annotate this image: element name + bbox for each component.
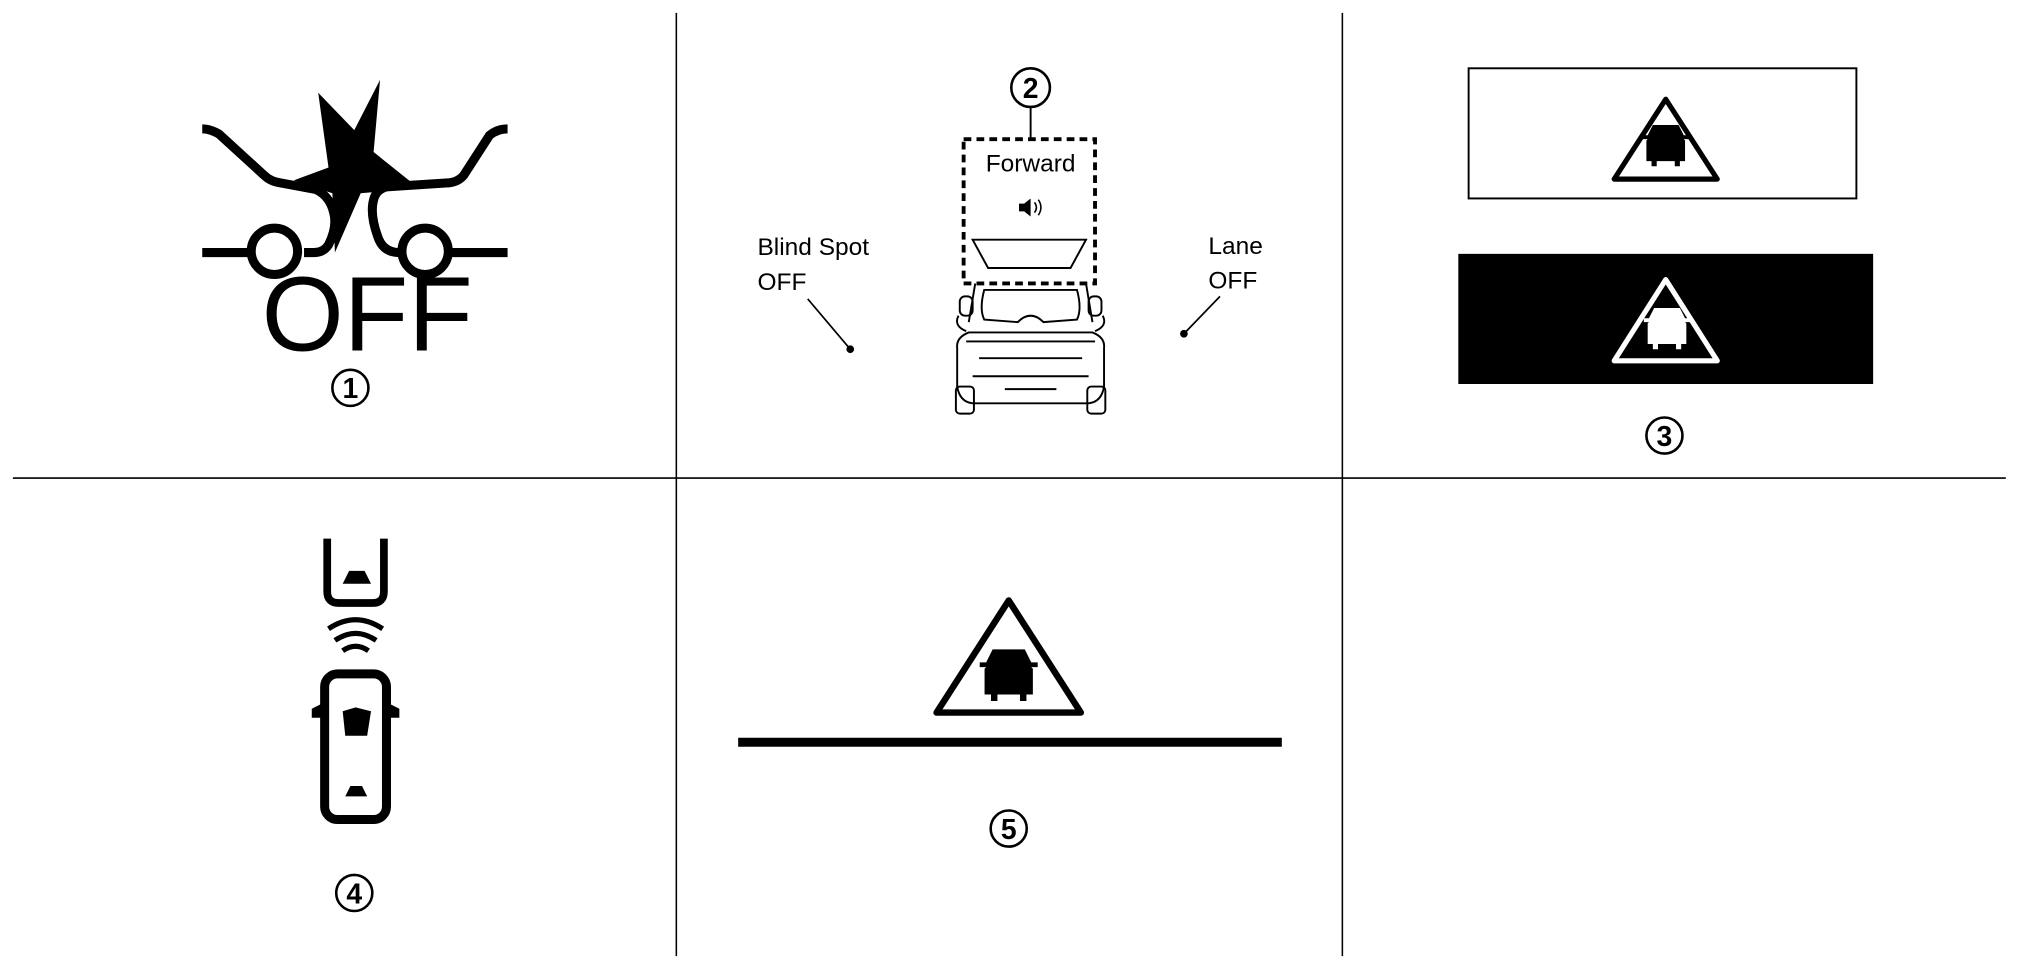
vehicle-ahead-distance-icon <box>311 538 400 825</box>
lane-label: Lane <box>1208 233 1262 260</box>
panel-1: OFF 1 <box>202 79 508 408</box>
lane-leader <box>1183 295 1221 335</box>
lane-dot <box>1180 329 1188 338</box>
off-label: OFF <box>262 255 473 373</box>
blind-spot-state: OFF <box>758 269 807 296</box>
marker-2: 2 <box>1023 73 1039 105</box>
panel-2: 2 Forward Blind Spot OFF Lane OFF <box>758 67 1263 415</box>
marker-circle-1 <box>331 368 370 408</box>
marker-circle-3 <box>1645 416 1684 455</box>
forward-detection-area <box>971 238 1088 269</box>
vehicle-warning-triangle-icon <box>1611 96 1720 182</box>
blind-spot-leader <box>807 298 851 350</box>
vehicle-warning-triangle-icon <box>933 597 1085 716</box>
marker-4: 4 <box>346 878 362 910</box>
blind-spot-label: Blind Spot <box>758 234 870 261</box>
impact-star-icon <box>293 79 419 253</box>
panel-5: 5 <box>738 597 1282 848</box>
lane-state: OFF <box>1208 268 1257 295</box>
marker-5: 5 <box>1001 814 1017 846</box>
forward-label: Forward <box>986 150 1076 177</box>
panel-3: 3 <box>1458 67 1874 455</box>
forward-zone-box <box>961 137 1097 286</box>
marker-circle-4 <box>334 873 374 913</box>
panel-4: 4 <box>311 538 400 913</box>
blind-spot-dot <box>846 345 855 354</box>
vehicle-rear-view <box>954 283 1107 415</box>
marker-circle-5 <box>989 809 1029 848</box>
marker-1: 1 <box>343 373 359 405</box>
vehicle-warning-triangle-icon <box>1611 277 1720 364</box>
speaker-icon <box>1019 198 1042 217</box>
marker-3: 3 <box>1657 421 1673 453</box>
